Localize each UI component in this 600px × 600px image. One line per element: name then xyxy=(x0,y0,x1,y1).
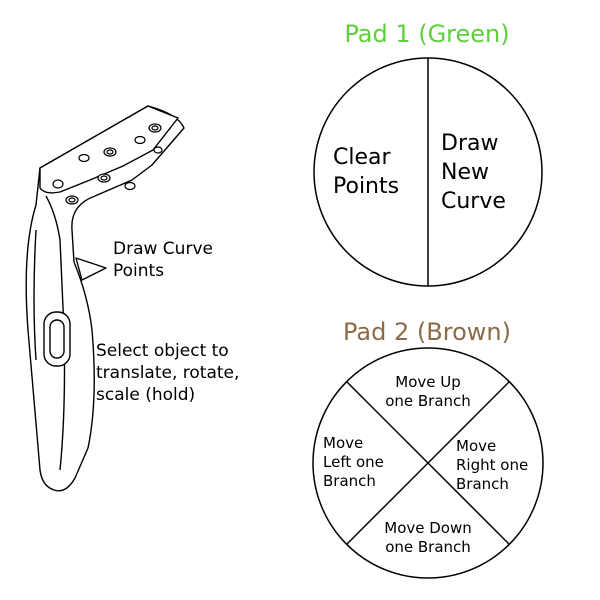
sector-line: Curve xyxy=(441,189,506,214)
pad2-divider-b xyxy=(346,381,510,545)
select-object-label: Select object to translate, rotate, scal… xyxy=(96,340,286,406)
label-line: translate, rotate, xyxy=(96,363,240,383)
sector-line: Branch xyxy=(323,472,376,490)
sector-line: Left one xyxy=(323,453,384,471)
pad2-move-right-sector: Move Right one Branch xyxy=(456,437,546,494)
sector-line: Points xyxy=(333,174,400,199)
label-line: Draw Curve xyxy=(113,239,213,259)
trigger xyxy=(75,257,107,281)
sector-line: Move xyxy=(456,437,497,455)
pad1-title: Pad 1 (Green) xyxy=(344,20,510,48)
pad1-clear-points-sector: Clear Points xyxy=(333,143,423,201)
sector-line: Move Down xyxy=(384,519,472,537)
pad2-move-down-sector: Move Down one Branch xyxy=(353,519,503,557)
draw-curve-points-label: Draw Curve Points xyxy=(113,238,273,282)
pad2-move-up-sector: Move Up one Branch xyxy=(353,373,503,411)
pad2-move-left-sector: Move Left one Branch xyxy=(323,434,408,491)
label-line: Select object to xyxy=(96,341,229,361)
pad2-title: Pad 2 (Brown) xyxy=(343,318,511,346)
sector-line: Move xyxy=(323,434,364,452)
sector-line: Clear xyxy=(333,145,391,170)
sector-line: one Branch xyxy=(385,538,471,556)
pad1-draw-new-curve-sector: Draw New Curve xyxy=(441,129,531,216)
label-line: Points xyxy=(113,261,165,281)
sector-line: New xyxy=(441,160,489,185)
sector-line: Branch xyxy=(456,475,509,493)
vr-controller-illustration xyxy=(25,105,185,492)
sector-line: Right one xyxy=(456,456,529,474)
controller-body xyxy=(25,105,185,492)
sector-line: one Branch xyxy=(385,392,471,410)
sector-line: Move Up xyxy=(395,373,461,391)
label-line: scale (hold) xyxy=(96,385,196,405)
sector-line: Draw xyxy=(441,131,499,156)
